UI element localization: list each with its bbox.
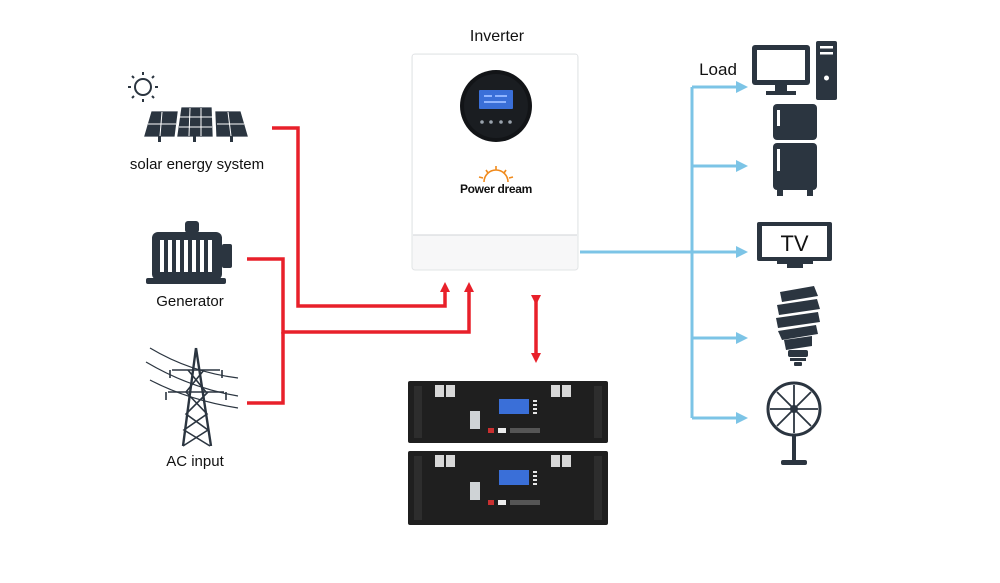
load-wiring bbox=[580, 81, 748, 424]
tv-label: TV bbox=[780, 231, 808, 256]
brand-sun-icon bbox=[478, 166, 514, 183]
generator-label: Generator bbox=[156, 293, 224, 310]
inverter-label: Inverter bbox=[470, 28, 525, 45]
load-label: Load bbox=[699, 60, 737, 79]
inverter-lcd-screen bbox=[479, 90, 513, 109]
generator-icon bbox=[146, 221, 232, 284]
ac-input-label: AC input bbox=[166, 453, 224, 470]
brand-label: Power dream bbox=[460, 182, 532, 196]
fan-icon bbox=[766, 381, 822, 465]
inverter-unit: Power dream bbox=[411, 53, 579, 271]
refrigerator-icon bbox=[773, 104, 817, 196]
input-wiring bbox=[247, 126, 541, 405]
solar-panel-icon bbox=[144, 107, 248, 142]
battery-module-bottom bbox=[408, 451, 608, 525]
solar-line bbox=[272, 126, 450, 308]
solar-label: solar energy system bbox=[130, 156, 264, 173]
desktop-computer-icon bbox=[752, 41, 837, 100]
sun-icon bbox=[128, 72, 158, 102]
battery-stack bbox=[408, 381, 608, 525]
cfl-bulb-icon bbox=[776, 286, 820, 366]
tv-icon: TV bbox=[757, 222, 832, 268]
battery-module-top bbox=[408, 381, 608, 443]
power-pylon-icon bbox=[145, 347, 239, 447]
ac-input-line bbox=[247, 332, 285, 405]
